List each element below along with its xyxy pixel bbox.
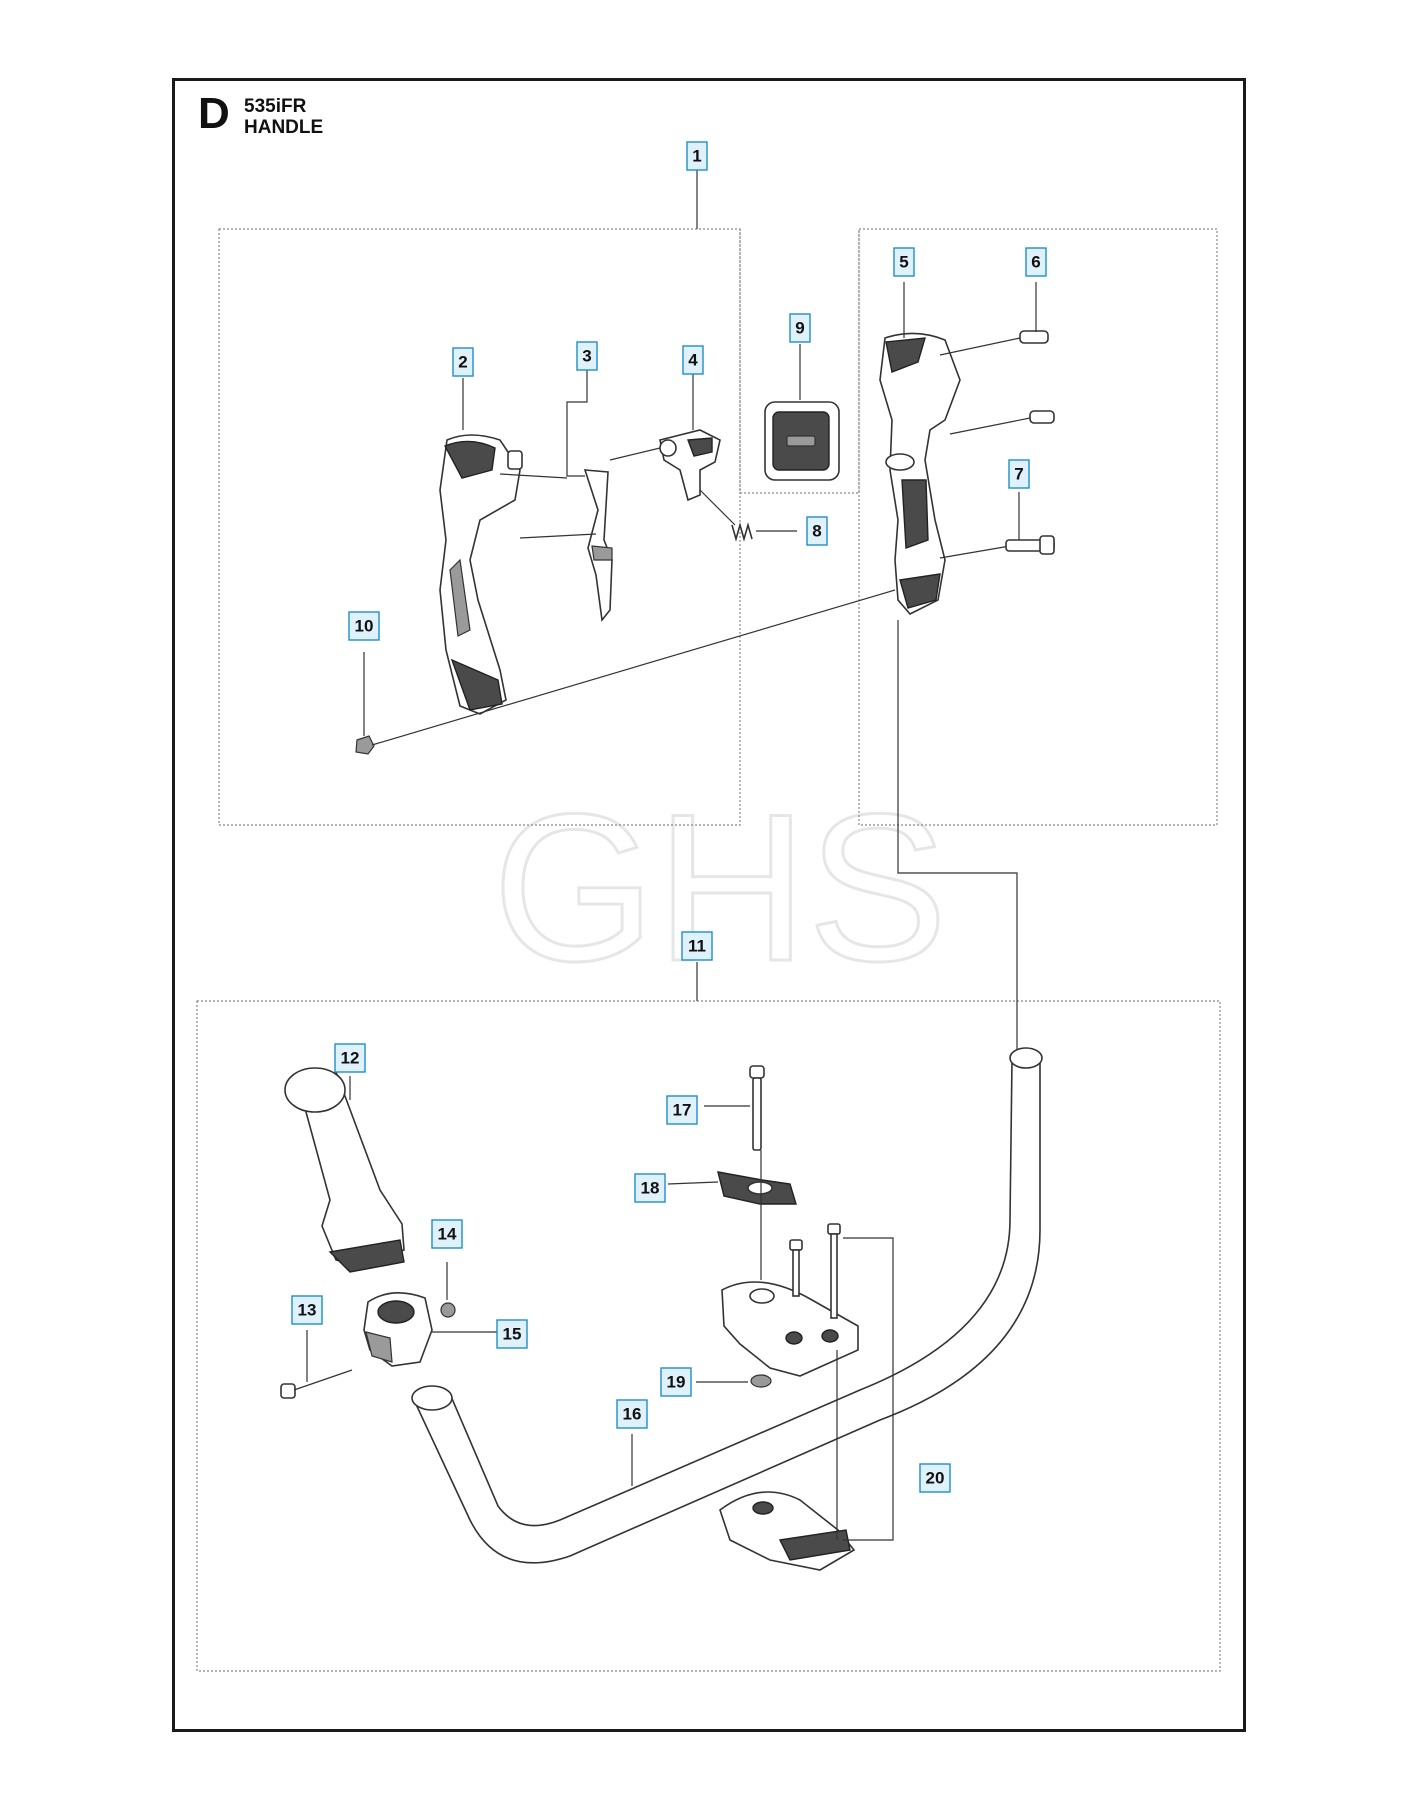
group-box-11 (196, 1000, 1221, 1672)
section-letter: D (198, 89, 230, 138)
svg-text:13: 13 (298, 1301, 317, 1320)
svg-text:9: 9 (795, 319, 804, 338)
throttle-lock-part (659, 429, 721, 502)
callout-11[interactable]: 11 (681, 931, 713, 961)
clamp-screw-a (789, 1239, 803, 1297)
screw-middle (949, 410, 1055, 435)
spring-part (699, 489, 753, 542)
svg-text:14: 14 (438, 1225, 457, 1244)
nut-part (355, 735, 375, 755)
clamp-screw-b (827, 1223, 841, 1319)
model-name: 535iFR (244, 96, 307, 117)
title-block: 535iFR HANDLE (244, 96, 323, 138)
svg-text:5: 5 (899, 253, 908, 272)
callout-20[interactable]: 20 (919, 1463, 951, 1493)
group-box-1-left (218, 228, 741, 826)
axis-line-4 (609, 447, 661, 461)
leader-3 (566, 370, 588, 462)
section-title: HANDLE (244, 117, 324, 138)
svg-text:4: 4 (688, 351, 698, 370)
svg-text:10: 10 (355, 617, 374, 636)
leader-pipe-link (897, 620, 1018, 1060)
callout-1[interactable]: 1 (686, 141, 708, 171)
group-box-9 (739, 229, 860, 494)
callout-14[interactable]: 14 (431, 1219, 463, 1249)
clamp-nut (440, 1302, 456, 1318)
callout-9[interactable]: 9 (789, 313, 811, 343)
callout-3[interactable]: 3 (576, 341, 598, 371)
callout-15[interactable]: 15 (496, 1319, 528, 1349)
handle-housing-right (879, 332, 961, 615)
callout-8[interactable]: 8 (806, 516, 828, 546)
callout-12[interactable]: 12 (334, 1043, 366, 1073)
svg-text:19: 19 (667, 1373, 686, 1392)
svg-text:11: 11 (688, 937, 706, 956)
screw-upper (939, 330, 1049, 356)
callout-7[interactable]: 7 (1008, 459, 1030, 489)
callout-17[interactable]: 17 (666, 1095, 698, 1125)
clamp-screw (280, 1369, 353, 1399)
svg-text:8: 8 (812, 522, 821, 541)
svg-text:18: 18 (641, 1179, 660, 1198)
svg-text:3: 3 (582, 347, 591, 366)
watermark-text: GHS (492, 770, 947, 1005)
callout-16[interactable]: 16 (616, 1399, 648, 1429)
diagram-frame (172, 78, 1246, 1732)
callout-13[interactable]: 13 (291, 1295, 323, 1325)
handle-housing-left (439, 434, 523, 715)
callout-4[interactable]: 4 (682, 345, 704, 375)
long-screw (939, 535, 1055, 559)
svg-text:2: 2 (458, 353, 467, 372)
clamp-knob (717, 1171, 797, 1205)
svg-text:6: 6 (1031, 253, 1040, 272)
callout-5[interactable]: 5 (893, 247, 915, 277)
lower-clamp-half (719, 1491, 856, 1571)
axis-line-10 (371, 589, 896, 746)
clamp-washer (750, 1374, 772, 1388)
svg-text:12: 12 (341, 1049, 360, 1068)
svg-text:20: 20 (926, 1469, 945, 1488)
callout-18[interactable]: 18 (634, 1173, 666, 1203)
group-box-1-right (858, 228, 1218, 826)
axis-line-3a (499, 473, 568, 479)
svg-text:16: 16 (623, 1405, 642, 1424)
svg-text:15: 15 (503, 1325, 522, 1344)
handlebar-pipe (411, 1047, 1043, 1564)
svg-text:1: 1 (692, 147, 701, 166)
ghs-watermark: GHS (491, 769, 949, 1007)
leader-18 (667, 1181, 719, 1185)
grip-part (284, 1067, 405, 1273)
svg-text:7: 7 (1014, 465, 1023, 484)
callout-19[interactable]: 19 (660, 1367, 692, 1397)
leader-20 (843, 1237, 894, 1541)
callout-2[interactable]: 2 (452, 347, 474, 377)
switch-part (764, 401, 840, 481)
trigger-part (566, 462, 613, 622)
callout-6[interactable]: 6 (1025, 247, 1047, 277)
clamp-long-screw (749, 1065, 765, 1151)
callout-10[interactable]: 10 (348, 611, 380, 641)
svg-text:17: 17 (673, 1101, 692, 1120)
grip-clamp (363, 1292, 433, 1367)
axis-line-3b (519, 533, 597, 539)
